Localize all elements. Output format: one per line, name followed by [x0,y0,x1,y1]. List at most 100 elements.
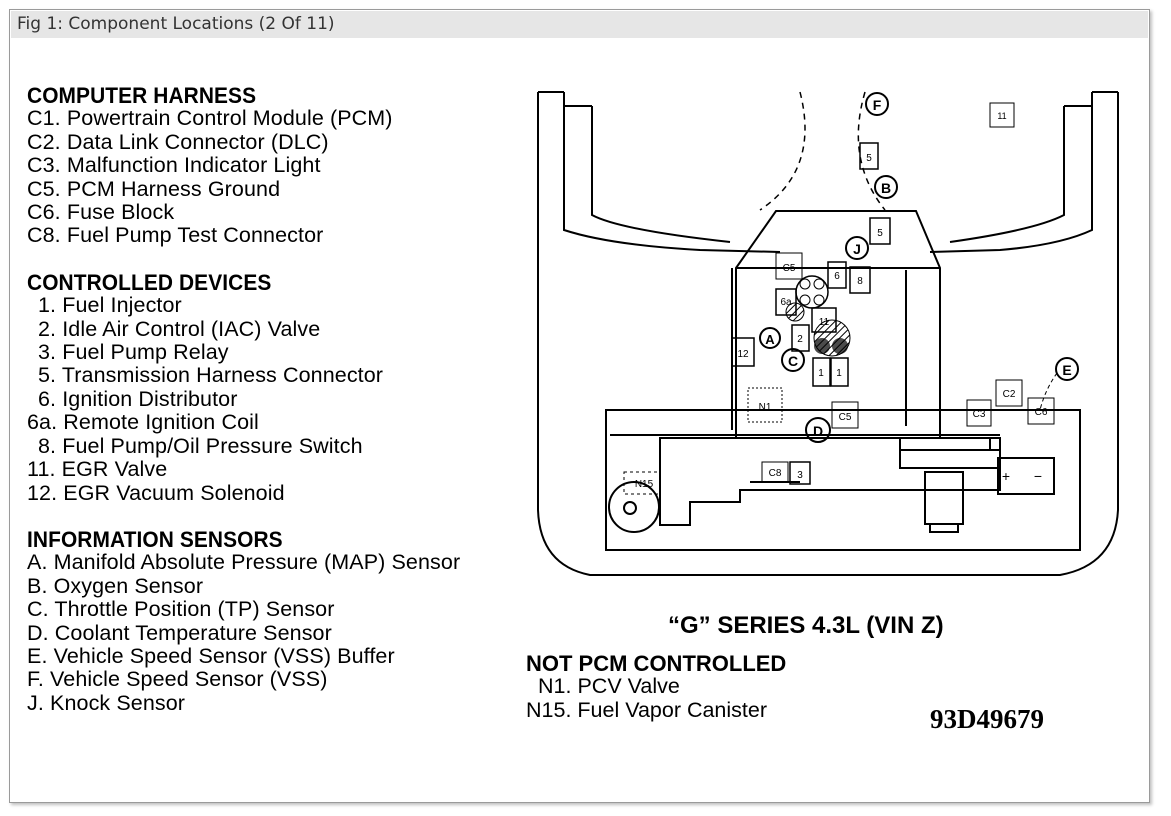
label-C: C [781,348,805,372]
box-5-mid: 5 [869,217,891,245]
svg-text:C5: C5 [839,412,852,423]
legend-item: 12. EGR Vacuum Solenoid [27,480,460,505]
legend-text: EGR Valve [61,457,168,482]
legend-text: Ignition Distributor [62,386,238,411]
svg-text:6a: 6a [780,297,792,308]
legend-item: N1. PCV Valve [526,674,786,699]
svg-text:2: 2 [797,334,803,345]
engine-block [605,210,1081,551]
legend-text: Fuel Pump/Oil Pressure Switch [62,433,363,458]
legend-item: D. Coolant Temperature Sensor [27,620,460,645]
label-A: A [759,327,781,349]
ignition-distributor [795,275,829,309]
svg-text:C6: C6 [1035,407,1048,418]
legend-text: Fuel Injector [62,293,182,318]
svg-text:N15: N15 [635,479,654,490]
legend-code: 6. [38,386,57,411]
legend-text: PCV Valve [577,674,680,699]
legend-code: 2. [38,316,57,341]
legend-code: F. [27,667,44,692]
legend-item: 6. Ignition Distributor [27,386,460,411]
label-F-text: F [873,97,882,113]
section-heading: INFORMATION SENSORS [27,526,283,552]
legend-text: Fuel Pump Test Connector [66,223,324,248]
throttle-body [813,319,851,357]
svg-text:5: 5 [877,228,883,239]
section-heading: CONTROLLED DEVICES [27,269,272,295]
legend-item: C1. Powertrain Control Module (PCM) [27,106,460,131]
box-2: 2 [791,324,810,352]
legend-item: F. Vehicle Speed Sensor (VSS) [27,667,460,692]
box-12: 12 [731,337,755,367]
legend-code: 5. [38,363,57,388]
legend-code: D. [27,620,49,645]
fuel-vapor-canister [608,471,661,533]
label-A-text: A [765,332,775,347]
legend-text: Malfunction Indicator Light [66,153,321,178]
box-6: 6 [827,261,847,289]
label-B: B [874,175,898,199]
legend-code: B. [27,573,48,598]
legend-code: C2. [27,129,61,154]
legend-item: 11. EGR Valve [27,457,460,482]
svg-text:1: 1 [818,368,824,379]
label-N15: N15 [635,479,654,490]
svg-text:5: 5 [866,153,872,164]
legend-text: Vehicle Speed Sensor (VSS) Buffer [53,643,395,668]
svg-text:C3: C3 [973,409,986,420]
label-B-text: B [881,180,891,196]
box-5-top: 5 [859,142,879,170]
legend-item: C3. Malfunction Indicator Light [27,153,460,178]
section-heading: NOT PCM CONTROLLED [526,651,787,676]
section-heading: COMPUTER HARNESS [27,83,257,108]
legend-text: Manifold Absolute Pressure (MAP) Sensor [53,550,461,575]
box-C5-lower: C5 [831,401,859,429]
figure-window: Fig 1: Component Locations (2 Of 11) [9,9,1150,803]
legend-code: C. [27,597,49,622]
legend-code: 8. [38,433,57,458]
legend-text: Data Link Connector (DLC) [66,129,329,154]
legend-computer-harness: COMPUTER HARNESS C1. Powertrain Control … [27,84,460,248]
svg-text:8: 8 [857,276,863,287]
legend-not-pcm-controlled: NOT PCM CONTROLLED N1. PCV Valve N15. Fu… [526,652,786,722]
legend-text: Oxygen Sensor [53,573,204,598]
legend-item: C. Throttle Position (TP) Sensor [27,597,460,622]
legend-code: C3. [27,153,61,178]
legend-text: Throttle Position (TP) Sensor [54,597,335,622]
box-3: 3 [789,461,811,485]
legend-code: 6a. [27,410,58,435]
legend-code: E. [27,643,48,668]
legend-item: 1. Fuel Injector [27,293,460,318]
legend-code: N1. [538,674,572,699]
legend-code: 1. [38,293,57,318]
battery: + − [1002,468,1042,484]
legend-item: 3. Fuel Pump Relay [27,340,460,365]
legend-text: Vehicle Speed Sensor (VSS) [50,667,328,692]
box-C2: C2 [995,379,1023,407]
legend-text: Coolant Temperature Sensor [54,620,332,645]
box-C3: C3 [966,399,992,427]
legend-item: C6. Fuse Block [27,200,460,224]
vehicle-body-outline [537,91,1119,576]
legend-text: Transmission Harness Connector [61,363,384,388]
legend-item: 8. Fuel Pump/Oil Pressure Switch [27,433,460,458]
box-C8: C8 [761,461,789,483]
legend-item: 2. Idle Air Control (IAC) Valve [27,316,460,341]
legend-item: 6a. Remote Ignition Coil [27,410,460,435]
label-F: F [865,92,889,116]
legend-item: 5. Transmission Harness Connector [27,363,460,388]
svg-text:1: 1 [836,368,842,379]
legend-code: 12. [27,480,58,505]
legend-controlled-devices: CONTROLLED DEVICES 1. Fuel Injector 2. I… [27,269,460,505]
legend-text: Powertrain Control Module (PCM) [66,106,393,131]
legend-code: C1. [27,106,61,131]
label-D: D [805,417,831,443]
legend-item: A. Manifold Absolute Pressure (MAP) Sens… [27,550,461,575]
legend-item: E. Vehicle Speed Sensor (VSS) Buffer [27,643,460,668]
legend-code: J. [27,690,44,715]
legend-code: 3. [38,340,57,365]
svg-text:−: − [1034,468,1042,484]
svg-text:11: 11 [997,111,1006,121]
legend-text: Idle Air Control (IAC) Valve [62,316,321,341]
legend-text: EGR Vacuum Solenoid [63,480,285,505]
